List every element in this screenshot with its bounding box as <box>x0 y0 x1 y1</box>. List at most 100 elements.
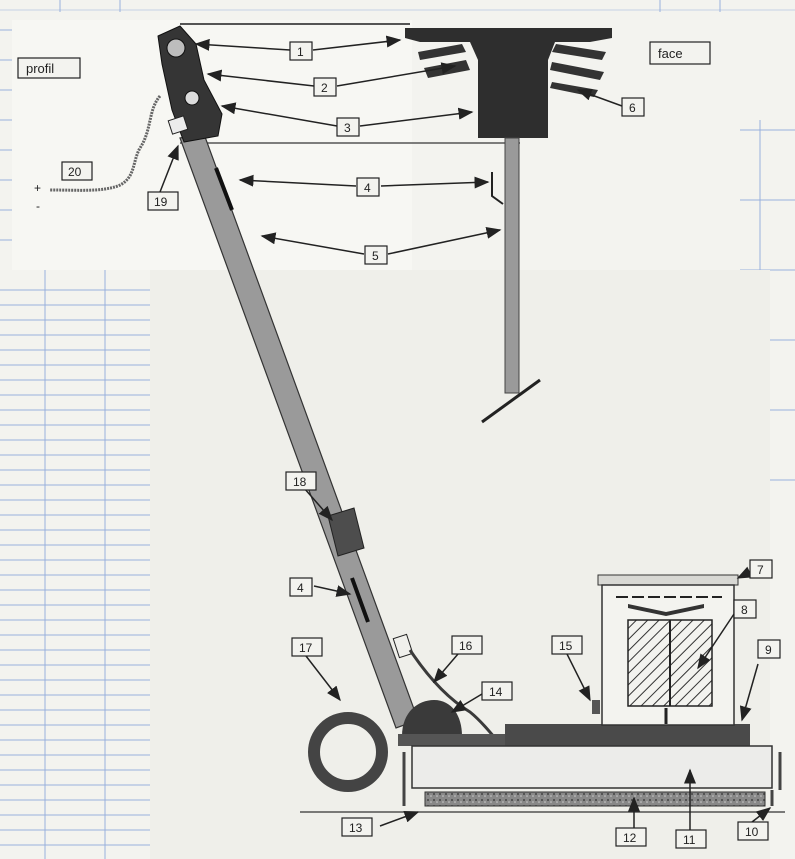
profile-slot-lower <box>350 577 370 623</box>
leader-13 <box>379 811 420 827</box>
callout-5: 5 <box>364 245 388 265</box>
motor-lid <box>597 574 739 586</box>
callout-boxes: 1 2 3 4 4 5 6 7 8 9 10 11 12 13 14 15 16… <box>61 41 781 849</box>
profile-head-pivot <box>184 90 200 106</box>
face-cable-hook <box>491 172 504 205</box>
leader-16 <box>433 653 459 684</box>
callout-8: 8 <box>733 599 757 619</box>
profile-coiled-cable <box>49 95 162 192</box>
face-foot <box>481 378 541 424</box>
callout-6: 6 <box>621 97 645 117</box>
leader-1b <box>312 35 402 51</box>
main-housing <box>411 745 773 789</box>
callout-3-text: 3 <box>344 121 351 135</box>
minus-sign: - <box>36 199 40 213</box>
profile-sleeve <box>327 507 365 557</box>
pivot-hub <box>402 700 462 736</box>
callout-4-lower: 4 <box>289 577 313 597</box>
callout-1: 1 <box>289 41 313 61</box>
callout-20: 20 <box>61 161 93 181</box>
face-title: face <box>649 41 711 65</box>
leader-7 <box>736 566 753 579</box>
profile-slot-upper <box>214 167 234 211</box>
face-lever-left-2 <box>424 60 470 78</box>
callout-4-upper: 4 <box>356 177 380 197</box>
indicator-block <box>592 700 600 714</box>
callout-14-text: 14 <box>489 685 503 699</box>
leader-4a-left <box>238 174 357 187</box>
callout-16: 16 <box>451 635 483 655</box>
face-shaft <box>504 137 520 394</box>
profile-motor-cable <box>408 649 502 745</box>
callout-12-text: 12 <box>623 831 637 845</box>
callout-13: 13 <box>341 817 373 837</box>
callout-15: 15 <box>551 635 583 655</box>
callout-18-text: 18 <box>293 475 307 489</box>
leader-3a <box>220 102 338 127</box>
profile-cable-clip <box>392 633 414 659</box>
face-lever-right-2 <box>550 62 604 80</box>
callout-5-text: 5 <box>372 249 379 263</box>
pad-holder <box>424 791 766 807</box>
leader-2a <box>206 69 315 87</box>
callout-8-text: 8 <box>741 603 748 617</box>
callout-4-upper-text: 4 <box>364 181 371 195</box>
face-title-text: face <box>658 46 683 61</box>
leader-8 <box>697 613 735 670</box>
face-view <box>405 28 612 424</box>
callout-19: 19 <box>147 191 179 211</box>
motor-fan-symbol <box>628 604 704 616</box>
callout-13-text: 13 <box>349 821 363 835</box>
leader-4b <box>313 585 352 597</box>
callout-19-text: 19 <box>154 195 168 209</box>
leader-19 <box>159 144 179 193</box>
leader-18 <box>303 487 333 522</box>
callout-20-text: 20 <box>68 165 82 179</box>
profile-head-knob <box>166 38 186 58</box>
callout-14: 14 <box>481 681 513 701</box>
callout-6-text: 6 <box>629 101 636 115</box>
chassis-plate-left <box>398 734 508 746</box>
callout-11-text: 11 <box>683 833 696 847</box>
callout-12: 12 <box>615 827 647 847</box>
leader-14 <box>450 693 483 713</box>
leader-6 <box>576 88 623 107</box>
leader-5b <box>387 226 502 255</box>
callout-10-text: 10 <box>745 825 759 839</box>
callout-10: 10 <box>737 821 769 841</box>
callout-1-text: 1 <box>297 45 304 59</box>
profile-switch <box>167 115 189 135</box>
leader-17 <box>305 655 341 702</box>
callout-4-lower-text: 4 <box>297 581 304 595</box>
callout-2: 2 <box>313 77 337 97</box>
leader-5a <box>260 232 365 255</box>
callout-9-text: 9 <box>765 643 772 657</box>
leader-9 <box>739 663 759 722</box>
callout-9: 9 <box>757 639 781 659</box>
leader-lines <box>159 35 772 830</box>
leader-15 <box>565 651 591 702</box>
leader-1a <box>194 38 291 51</box>
callout-17: 17 <box>291 637 323 657</box>
motor-base-plate <box>505 724 750 746</box>
callout-7: 7 <box>749 559 773 579</box>
callout-15-text: 15 <box>559 639 573 653</box>
base-machine <box>300 574 785 813</box>
leader-3b <box>359 107 474 127</box>
plus-sign: + <box>34 181 41 195</box>
callout-3: 3 <box>336 117 360 137</box>
leader-10 <box>751 807 772 823</box>
callout-16-text: 16 <box>459 639 473 653</box>
profile-title: profil <box>17 57 81 79</box>
profile-title-text: profil <box>26 61 54 76</box>
face-handle-block <box>405 28 612 138</box>
callout-2-text: 2 <box>321 81 328 95</box>
profile-view <box>49 25 502 745</box>
callout-17-text: 17 <box>299 641 313 655</box>
callout-7-text: 7 <box>757 563 764 577</box>
callout-18: 18 <box>285 471 317 491</box>
leader-4a-right <box>380 176 490 189</box>
